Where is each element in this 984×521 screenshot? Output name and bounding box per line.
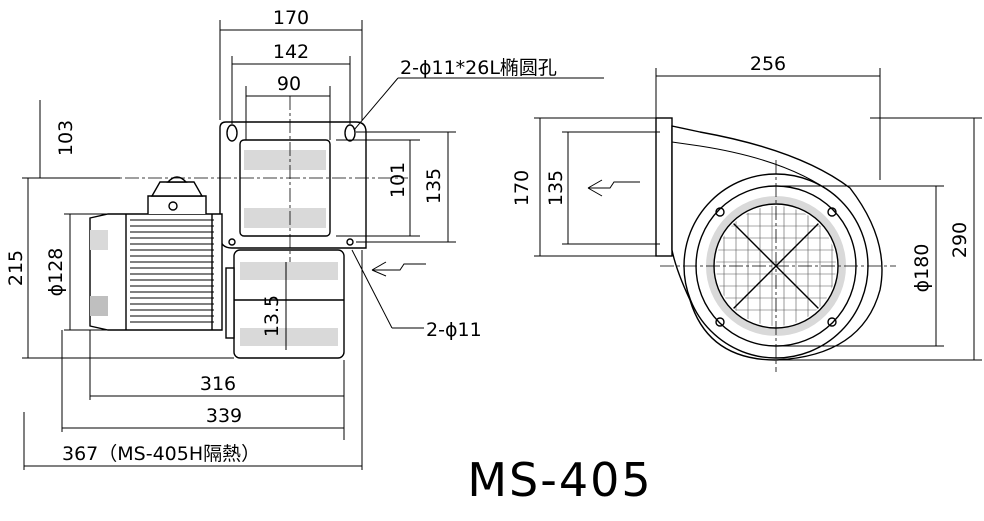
dim-13-5: 13.5 <box>261 295 283 337</box>
dim-135: 135 <box>423 168 445 204</box>
dim-101: 101 <box>387 162 409 198</box>
dim-256: 256 <box>750 53 786 75</box>
slot-hole-right <box>344 124 356 142</box>
dim-phi128: ϕ128 <box>45 248 67 297</box>
dim-142: 142 <box>273 41 309 63</box>
dim-103: 103 <box>55 120 77 156</box>
slot-hole-left <box>226 124 238 142</box>
front-view: 170 142 90 2-ϕ11*26L椭圆孔 103 101 135 215 <box>5 7 604 470</box>
dim-367-note: 367（MS-405H隔熱） <box>62 443 260 465</box>
motor <box>89 176 223 331</box>
dim-339: 339 <box>206 405 242 427</box>
dim-side-170: 170 <box>511 170 533 206</box>
note-slot-holes: 2-ϕ11*26L椭圆孔 <box>400 57 557 79</box>
model-title: MS-405 <box>467 453 652 507</box>
dim-290: 290 <box>949 222 971 258</box>
dim-170: 170 <box>273 7 309 29</box>
dim-phi180: ϕ180 <box>911 244 933 293</box>
note-base-holes: 2-ϕ11 <box>426 319 482 341</box>
dim-side-135: 135 <box>545 170 567 206</box>
dim-215: 215 <box>5 250 27 286</box>
side-outlet-flange <box>655 117 673 257</box>
side-view: 256 170 135 ϕ180 290 <box>511 53 982 372</box>
dim-316: 316 <box>200 373 236 395</box>
dim-90: 90 <box>277 73 301 95</box>
